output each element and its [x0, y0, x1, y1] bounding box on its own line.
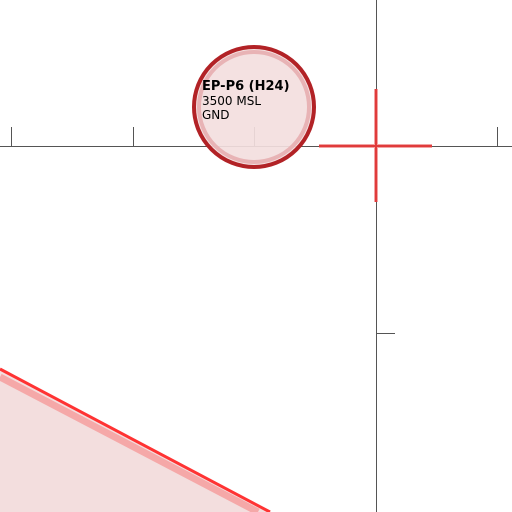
boundary-area-halo — [0, 373, 260, 512]
restricted-area-inner-ring — [197, 50, 311, 164]
boundary-area — [0, 367, 271, 512]
restricted-area-name: EP-P6 (H24) — [202, 79, 290, 94]
restricted-area-fill — [192, 45, 316, 169]
restricted-area-ep-p6[interactable] — [192, 45, 316, 169]
restricted-area-label: EP-P6 (H24) 3500 MSL GND — [202, 79, 290, 123]
crosshair-icon[interactable] — [319, 89, 432, 202]
restricted-area-lower-limit: GND — [202, 108, 230, 122]
restricted-area-upper-limit: 3500 MSL — [202, 94, 262, 108]
grid-axis-vertical — [376, 0, 395, 512]
boundary-area-edge — [0, 367, 271, 512]
